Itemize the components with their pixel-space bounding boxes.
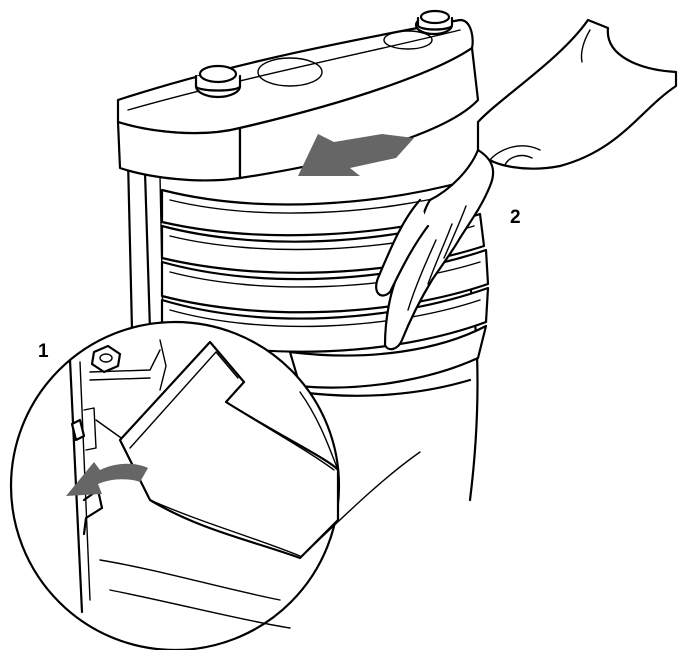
top-lid bbox=[116, 9, 480, 182]
callout-step-2: 2 bbox=[510, 207, 521, 228]
push-arrow bbox=[298, 134, 414, 176]
detail-magnifier bbox=[9, 320, 341, 650]
release-arrow bbox=[66, 462, 148, 496]
hand-illustration bbox=[375, 18, 678, 351]
callout-step-1: 1 bbox=[38, 341, 49, 362]
